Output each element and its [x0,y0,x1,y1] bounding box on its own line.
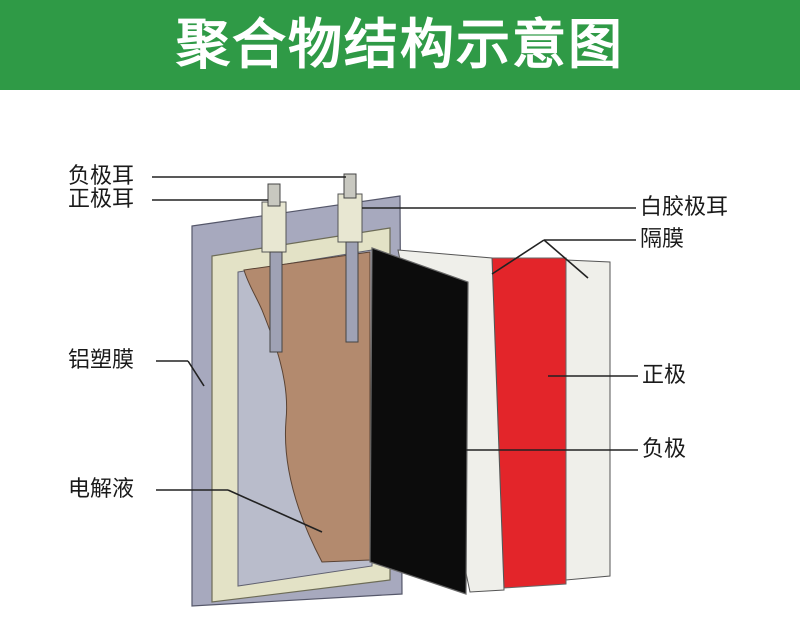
label-tab-sealant: 白胶极耳 [640,195,729,220]
label-aluminum-plastic-film: 铝塑膜 [68,348,135,373]
label-anode: 负极 [642,437,687,462]
cathode-layer [491,257,567,589]
leader-lines [152,176,638,533]
separator-back-layer [565,259,611,581]
label-electrolyte: 电解液 [68,477,135,502]
label-cathode: 正极 [642,363,687,388]
tab-sealant-left [261,201,287,253]
negative-tab-strip [345,241,359,343]
tab-sealant-right [337,193,363,243]
label-separator: 隔膜 [640,227,685,252]
positive-tab-top [267,183,281,207]
label-negative-tab: 负极耳 [68,164,135,189]
title-banner: 聚合物结构示意图 [0,0,800,90]
label-positive-tab: 正极耳 [68,187,135,212]
anode-layer [369,247,469,595]
page-title: 聚合物结构示意图 [176,13,624,76]
positive-tab-strip [269,251,283,353]
negative-tab-top [343,173,357,199]
